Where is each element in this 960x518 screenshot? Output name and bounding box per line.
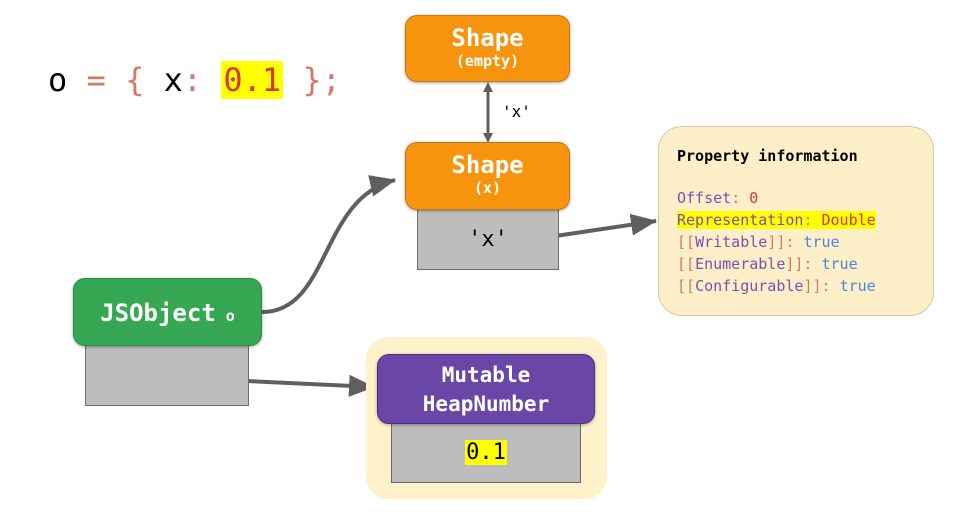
enumerable-line: [[Enumerable]]: true (677, 255, 858, 273)
representation-line: Representation: Double (677, 211, 876, 229)
offset-line: Offset: 0 (677, 189, 759, 207)
heapnumber-value-text: 0.1 (465, 440, 507, 465)
heapnumber-line2: HeapNumber (422, 392, 550, 416)
code-open-brace: { (125, 61, 164, 99)
jsobject-subtitle: o (225, 307, 235, 325)
heapnumber-value: 0.1 (391, 423, 581, 483)
shape-empty-subtitle: (empty) (455, 52, 520, 70)
configurable-line: [[Configurable]]: true (677, 277, 876, 295)
enumerable-key: Enumerable (695, 255, 786, 273)
writable-value: true (803, 233, 840, 251)
jsobject-slot (85, 345, 249, 406)
shape-empty-title: Shape (451, 24, 524, 52)
code-line: o = { x: 0.1 }; (48, 56, 341, 104)
code-close-brace: }; (283, 61, 341, 99)
offset-value: 0 (749, 189, 759, 207)
heapnumber-line1: Mutable (441, 363, 531, 387)
code-var: o (48, 61, 68, 99)
shape-x-slot-label: 'x' (468, 227, 508, 252)
jsobject-box: JSObject o (73, 278, 262, 346)
property-info-title: Property information (677, 147, 858, 165)
code-value: 0.1 (221, 61, 284, 99)
configurable-key: Configurable (695, 277, 804, 295)
shape-empty-box: Shape (empty) (405, 15, 570, 82)
property-info-box: Property information Offset: 0 Represent… (658, 126, 934, 316)
shape-x-slot (417, 209, 559, 270)
representation-key: Representation (677, 211, 804, 229)
writable-key: Writable (695, 233, 768, 251)
representation-value: Double (821, 211, 876, 229)
jsobject-title: JSObject (100, 299, 216, 327)
map-pointer-arrow (261, 175, 396, 314)
property-info-arrow (541, 213, 657, 240)
enumerable-value: true (821, 255, 858, 273)
configurable-value: true (839, 277, 876, 295)
offset-key: Offset (677, 189, 732, 207)
shape-x-title: Shape (451, 151, 524, 179)
shape-x-subtitle: (x) (473, 179, 502, 197)
code-colon: : (182, 61, 222, 99)
heapnumber-box: Mutable HeapNumber (377, 354, 595, 424)
transition-label: 'x' (502, 102, 531, 121)
shape-x-box: Shape (x) (405, 142, 570, 210)
code-eq: = (67, 61, 126, 99)
code-key: x (163, 61, 183, 99)
writable-line: [[Writable]]: true (677, 233, 840, 251)
